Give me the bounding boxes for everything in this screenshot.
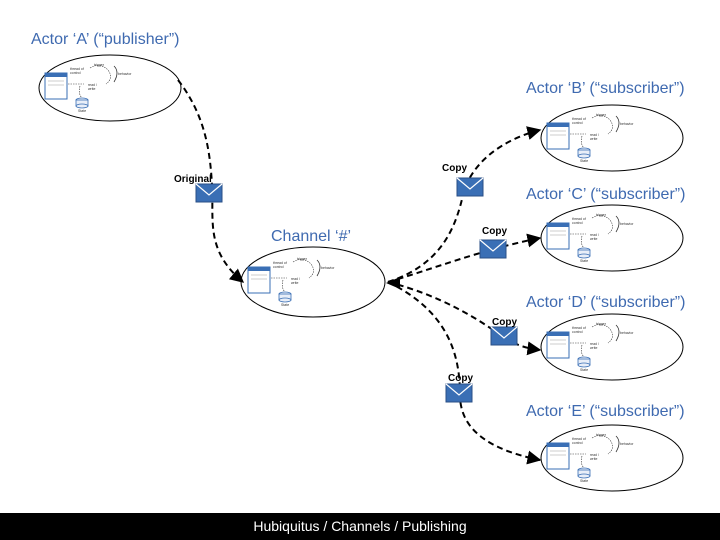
envelope-icon [456,177,484,197]
footer-breadcrumb: Hubiquitus / Channels / Publishing [253,518,467,534]
channel-node [240,246,386,318]
copy-arrow-e [387,281,542,465]
channel-label: Channel ‘#’ [271,228,352,245]
arrowhead-icon [386,277,400,289]
actor-c-label: Actor ‘C’ (“subscriber”) [526,186,686,203]
envelope-icon [445,383,473,403]
actor-e-node [540,424,684,492]
actor-b-node [540,104,684,172]
actor-a-label: Actor ‘A’ (“publisher”) [31,31,180,48]
actor-a-node [38,54,182,122]
actor-d-label: Actor ‘D’ (“subscriber”) [526,294,686,311]
copy-label-c: Copy [482,226,507,237]
copy-label-b: Copy [442,163,467,174]
original-message-label: Original [174,174,212,185]
copy-label-e: Copy [448,373,473,384]
copy-label-d: Copy [492,317,517,328]
actor-e-label: Actor ‘E’ (“subscriber”) [526,403,685,420]
footer-bar: Hubiquitus / Channels / Publishing [0,513,720,540]
envelope-icon [479,239,507,259]
actor-d-node [540,313,684,381]
copy-arrow-c [387,233,542,283]
envelope-icon [490,326,518,346]
actor-c-node [540,204,684,272]
copy-arrow-d [387,281,542,356]
actor-b-label: Actor ‘B’ (“subscriber”) [526,80,685,97]
envelope-icon [195,183,223,203]
copy-arrow-b [387,126,542,283]
